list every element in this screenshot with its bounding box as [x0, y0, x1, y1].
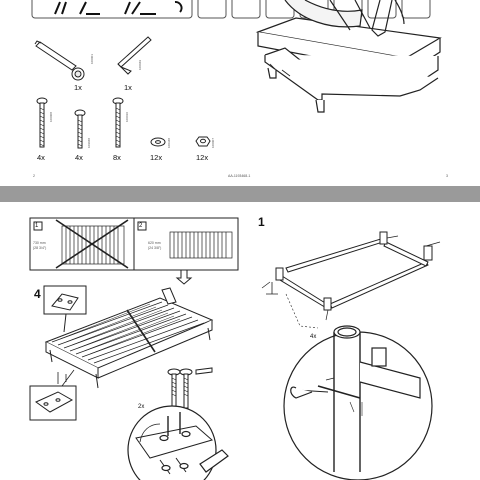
option-2-slats: [169, 231, 233, 259]
washer-quantity: 12x: [150, 153, 163, 162]
step-1-number: 1: [258, 215, 265, 229]
bed-base-illustration: [255, 0, 442, 113]
washer-icon: [150, 137, 166, 147]
bolt-long-icon: [112, 97, 124, 148]
top-page-illustrations: 100001 100049 100008 109048 100010: [31, 0, 442, 149]
option-1-dimension-in: (28 3/4"): [33, 246, 47, 250]
down-arrow-icon: [175, 269, 193, 285]
bolt-long-quantity: 8x: [113, 153, 121, 162]
step-4-frame-illustration: [44, 287, 214, 389]
allen-key-quantity: 1x: [124, 83, 132, 92]
instruction-page-top: 100001 100049 100008 109048 100010: [0, 0, 480, 186]
svg-text:100001: 100001: [90, 54, 94, 64]
bottom-page-illustrations: [29, 217, 441, 480]
right-page-number: 3: [446, 174, 448, 178]
svg-text:100010: 100010: [125, 112, 129, 122]
step-1-detail-circle: [283, 325, 433, 480]
wrench-quantity: 1x: [74, 83, 82, 92]
svg-text:100007: 100007: [211, 138, 215, 148]
detail-magnifier-circle: [127, 405, 229, 480]
bolt-medium-quantity: 4x: [75, 153, 83, 162]
footer-document-code: AA-1193468-1: [228, 174, 251, 178]
step-4-bolt-illustration: [167, 367, 213, 409]
option-2-dimension-mm: 620 mm: [148, 241, 161, 245]
step-1-frame-illustration: [261, 231, 441, 468]
size-option-panel: [29, 217, 239, 271]
option-1-number: 1: [35, 223, 39, 229]
option-2-dimension-in: (24 3/8"): [148, 246, 162, 250]
bolt-short-quantity: 4x: [37, 153, 45, 162]
instruction-page-bottom: 1 4 1 2 730 mm (28 3/4") 620 mm (24 3/8"…: [0, 202, 480, 480]
allen-key-icon: [117, 36, 152, 75]
bolt-medium-icon: [74, 109, 86, 149]
step-4-multiplier: 2x: [138, 404, 145, 410]
svg-text:100348: 100348: [167, 138, 171, 148]
detail-callout-bottom: [29, 369, 77, 421]
wrench-icon: [34, 40, 85, 81]
option-1-dimension-mm: 730 mm: [33, 241, 46, 245]
svg-text:109048: 109048: [87, 138, 91, 148]
option-1-slats: [55, 219, 129, 269]
detail-callout-top: [43, 285, 87, 333]
bolt-short-icon: [36, 97, 48, 148]
nut-quantity: 12x: [196, 153, 209, 162]
page-separator: [0, 186, 480, 202]
svg-text:100049: 100049: [138, 60, 142, 70]
step-4-number: 4: [34, 287, 41, 301]
top-thumbnail-strip: [31, 0, 431, 19]
nut-icon: [195, 136, 211, 147]
step-1-multiplier: 4x: [310, 334, 317, 340]
left-page-number: 2: [33, 174, 35, 178]
option-2-number: 2: [139, 223, 143, 229]
svg-text:100008: 100008: [49, 112, 53, 122]
